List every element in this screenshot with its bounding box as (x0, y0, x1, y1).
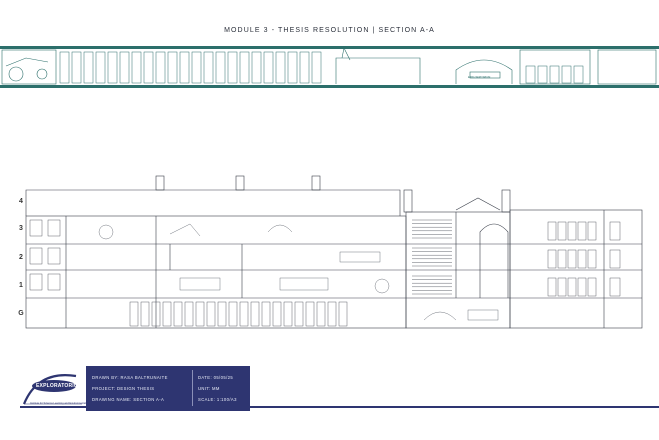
building-section-drawing (25, 175, 643, 329)
floor-label-2: 2 (19, 254, 23, 261)
date: DATE: 05/05/25 (198, 375, 234, 380)
sheet-baseline (20, 406, 659, 408)
project-logo: EXPLORATORIUM Institute for Science Lear… (20, 366, 95, 411)
logo-text: EXPLORATORIUM (36, 383, 83, 389)
floor-label-3: 3 (19, 225, 23, 232)
logo-emblem-icon (22, 374, 82, 405)
scale: SCALE: 1:100/A3 (198, 397, 237, 402)
project-name: PROJECT: DESIGN THESIS (92, 386, 155, 391)
unit: UNIT: MM (198, 386, 220, 391)
title-block-divider (192, 370, 193, 407)
logo-subtitle: Institute for Science Learning and Envir… (30, 402, 96, 405)
floor-label-4: 4 (19, 198, 23, 205)
drawing-name: DRAWING NAME: SECTION A-A (92, 397, 165, 402)
sheet-title: MODULE 3 - THESIS RESOLUTION | SECTION A… (224, 27, 435, 34)
drawn-by: DRAWN BY: RASA BALTRUNAITE (92, 375, 168, 380)
long-section-strip: EXPLORATORIUM (0, 46, 659, 88)
strip-sign: EXPLORATORIUM (468, 75, 490, 79)
title-block: EXPLORATORIUM Institute for Science Lear… (20, 366, 250, 411)
floor-label-g: G (18, 310, 24, 317)
title-block-info: DRAWN BY: RASA BALTRUNAITE PROJECT: DESI… (86, 366, 250, 411)
floor-label-1: 1 (19, 282, 23, 289)
